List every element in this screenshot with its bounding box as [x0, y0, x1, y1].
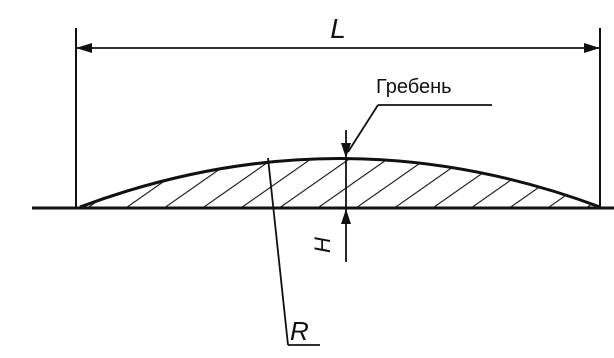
- length-arrow-left: [76, 43, 92, 53]
- radius-leader-line: [267, 157, 289, 346]
- radius-label: R: [290, 316, 309, 346]
- crest-arc: [79, 157, 601, 209]
- height-arrow-top: [341, 143, 351, 158]
- hatched-area: [80, 158, 600, 207]
- crest-leader-line: [347, 104, 379, 153]
- height-arrow-bottom: [341, 209, 351, 224]
- crest-label: Гребень: [376, 76, 452, 98]
- length-arrow-right: [584, 43, 600, 53]
- length-label: L: [330, 13, 346, 44]
- height-label: H: [310, 237, 335, 253]
